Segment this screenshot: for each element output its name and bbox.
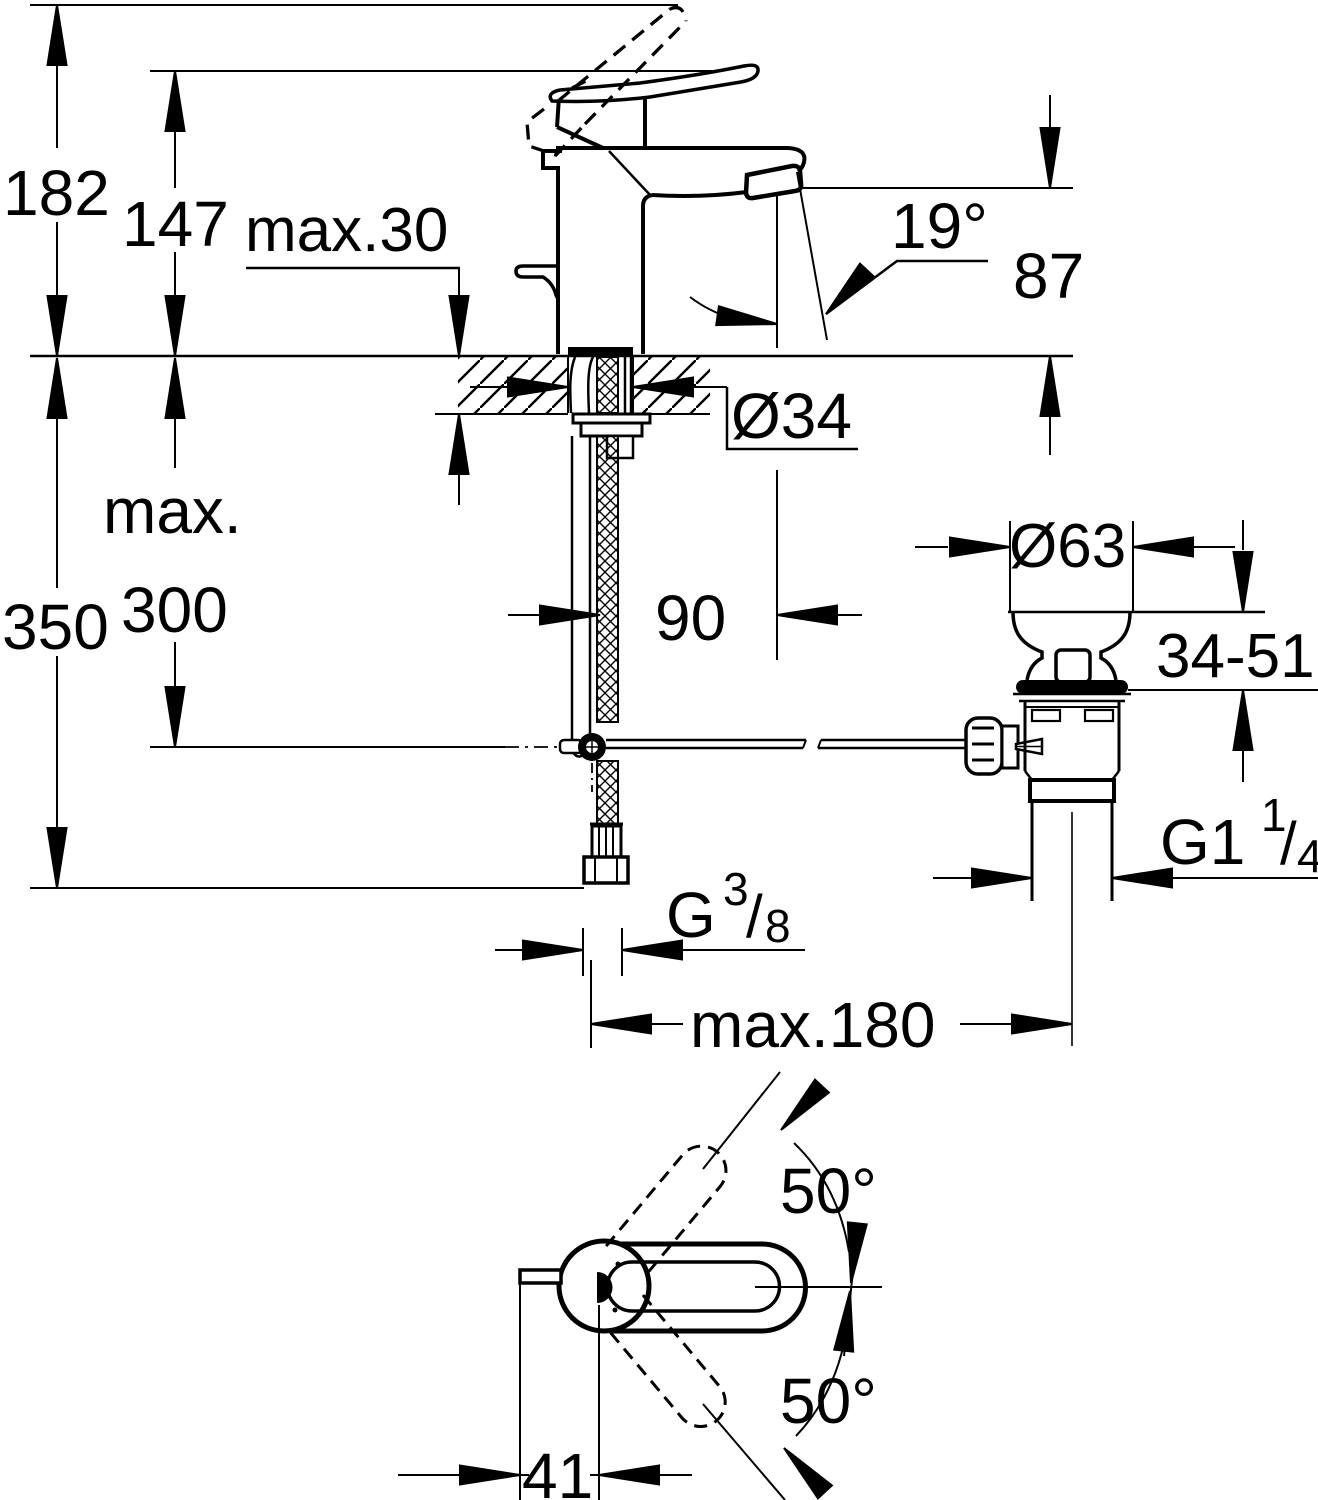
svg-text:3: 3 bbox=[723, 863, 749, 915]
dim-19deg-label: 19° bbox=[891, 190, 988, 262]
svg-text:8: 8 bbox=[765, 900, 791, 952]
popup-rod bbox=[558, 716, 1044, 792]
dimension-labels: 182 147 max.30 19° 87 Ø34 max. 300 350 9… bbox=[2, 157, 1318, 1061]
dim-50-lower-label: 50° bbox=[780, 1365, 877, 1437]
dim-max30-label: max.30 bbox=[245, 196, 448, 265]
dim-87-label: 87 bbox=[1013, 240, 1084, 312]
dim-d63-label: Ø63 bbox=[1009, 512, 1126, 581]
top-view: 50° 50° 41 bbox=[398, 1071, 882, 1500]
dim-182-label: 182 bbox=[3, 157, 110, 229]
dim-max-label: max. bbox=[103, 475, 242, 547]
svg-text:/: / bbox=[746, 883, 763, 950]
dim-50-upper-label: 50° bbox=[780, 1155, 877, 1227]
faucet-body bbox=[514, 63, 807, 354]
dimension-lines bbox=[46, 4, 1318, 1048]
svg-text:G: G bbox=[666, 879, 716, 951]
aerator bbox=[743, 163, 804, 201]
dim-41-label: 41 bbox=[522, 1440, 593, 1500]
dim-g38-label: G 3 / 8 bbox=[666, 863, 791, 952]
reference-lines bbox=[30, 4, 1073, 889]
svg-text:4: 4 bbox=[1297, 830, 1318, 882]
lever-handle bbox=[548, 63, 760, 104]
dim-d34-label: Ø34 bbox=[731, 380, 852, 452]
supply-connection bbox=[568, 347, 652, 885]
svg-text:/: / bbox=[1280, 810, 1297, 877]
handle-raised-dashed bbox=[525, 5, 688, 157]
dim-max180-label: max.180 bbox=[690, 989, 935, 1061]
dim-300-label: 300 bbox=[121, 574, 228, 646]
svg-text:G1: G1 bbox=[1160, 806, 1245, 878]
dim-g114-label: G1 1 / 4 bbox=[1160, 789, 1318, 882]
popup-knob bbox=[514, 264, 560, 300]
dim-3451-label: 34-51 bbox=[1156, 622, 1315, 691]
dim-350-label: 350 bbox=[2, 591, 109, 663]
top-view-dimensions bbox=[398, 1071, 882, 1500]
dim-90-label: 90 bbox=[655, 582, 726, 654]
dim-147-label: 147 bbox=[122, 188, 229, 260]
top-view-labels: 50° 50° 41 bbox=[522, 1155, 877, 1500]
waste-assembly bbox=[1008, 521, 1318, 1046]
side-view: 182 147 max.30 19° 87 Ø34 max. 300 350 9… bbox=[2, 4, 1318, 1061]
svg-text:1: 1 bbox=[1261, 789, 1287, 841]
